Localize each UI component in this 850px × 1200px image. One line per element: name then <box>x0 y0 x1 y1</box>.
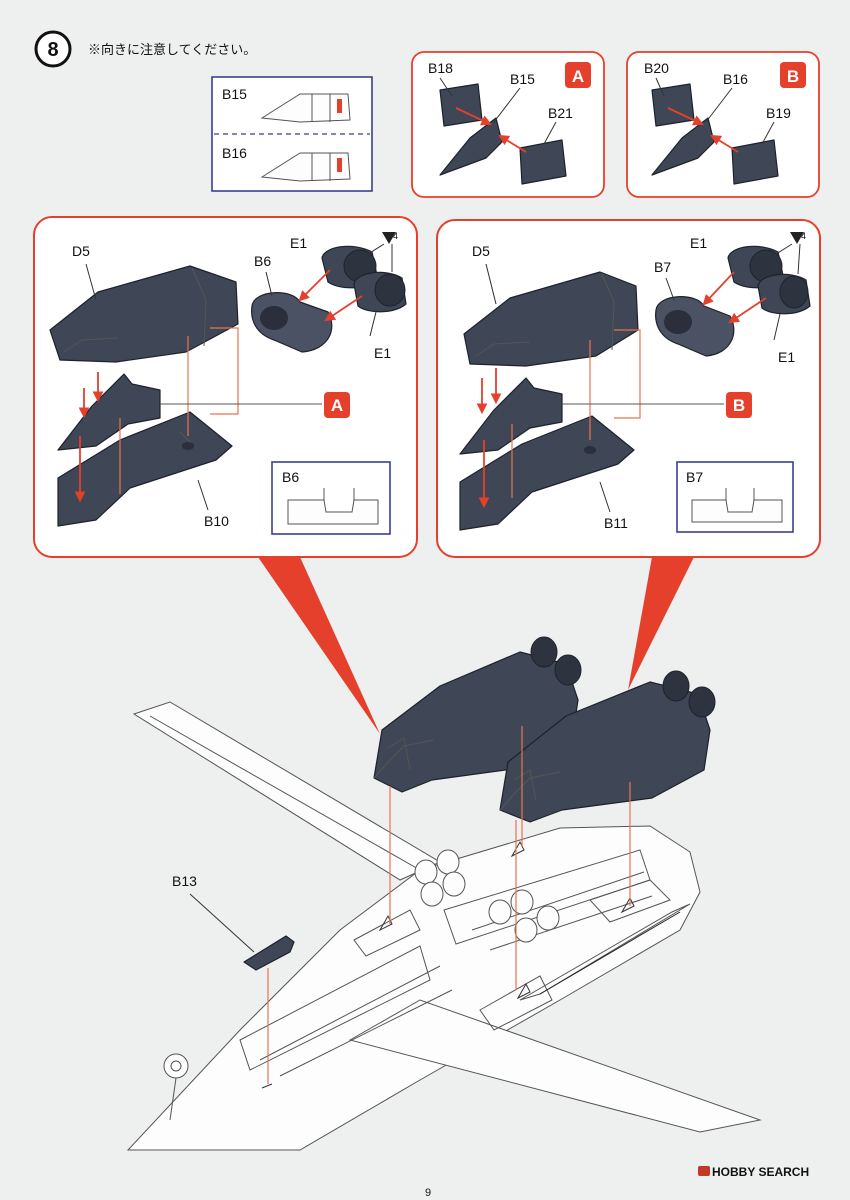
right-ref-badge: B <box>733 396 745 415</box>
engine-assembly-right <box>499 670 716 823</box>
page-number: 9 <box>425 1187 431 1199</box>
watermark: HOBBY SEARCH <box>698 1165 809 1179</box>
orientation-label-bottom: B16 <box>222 145 247 161</box>
right-detail-label: B7 <box>686 469 703 485</box>
subassembly-b: B B20 B16 B19 <box>626 51 820 198</box>
part-label-b15: B15 <box>510 71 535 87</box>
left-quantity: 4 <box>393 231 398 241</box>
subassembly-a: A B18 B15 B21 <box>411 51 605 198</box>
left-base-label: B10 <box>204 513 229 529</box>
orientation-mark-bottom <box>337 158 342 172</box>
right-nozzle-top <box>727 245 785 289</box>
part-b13-label: B13 <box>172 873 197 889</box>
left-nozzle-bottom-label: E1 <box>374 345 391 361</box>
left-callout-pointer <box>258 557 380 734</box>
front-gear <box>163 1053 189 1121</box>
part-label-b20: B20 <box>644 60 669 76</box>
orientation-mark-top <box>337 99 342 113</box>
left-cover-label: D5 <box>72 243 90 259</box>
subassembly-b-badge: B <box>787 67 799 86</box>
part-b13: B13 <box>172 873 295 1089</box>
subassembly-a-badge: A <box>572 67 584 86</box>
right-callout-pointer <box>628 557 694 690</box>
right-quantity: 4 <box>801 231 806 241</box>
orientation-note: ※向きに注意してください。 <box>88 42 256 57</box>
main-gear-left <box>414 849 466 907</box>
right-nozzle-bottom <box>757 273 811 315</box>
part-label-b19: B19 <box>766 105 791 121</box>
left-nozzle-bottom <box>353 271 407 313</box>
right-base-label: B11 <box>604 515 628 531</box>
watermark-text: HOBBY SEARCH <box>712 1165 809 1179</box>
left-nozzle-top-label: E1 <box>290 235 307 251</box>
left-engine-panel: D5 B6 E1 E1 4 B10 <box>33 216 418 558</box>
left-detail-label: B6 <box>282 469 299 485</box>
step-number: 8 <box>47 39 58 61</box>
right-cover-label: D5 <box>472 243 490 259</box>
step-badge: 8 <box>34 30 72 68</box>
part-label-b16: B16 <box>723 71 748 87</box>
right-ring-label: B7 <box>654 259 671 275</box>
orientation-label-top: B15 <box>222 86 247 102</box>
part-label-b21: B21 <box>548 105 573 121</box>
right-nozzle-top-label: E1 <box>690 235 707 251</box>
part-label-b18: B18 <box>428 60 453 76</box>
right-engine-panel: D5 B7 E1 E1 4 B11 <box>436 219 821 558</box>
left-ring-label: B6 <box>254 253 271 269</box>
orientation-box: B15 B16 <box>211 76 373 192</box>
left-ref-badge: A <box>331 396 343 415</box>
right-nozzle-bottom-label: E1 <box>778 349 795 365</box>
